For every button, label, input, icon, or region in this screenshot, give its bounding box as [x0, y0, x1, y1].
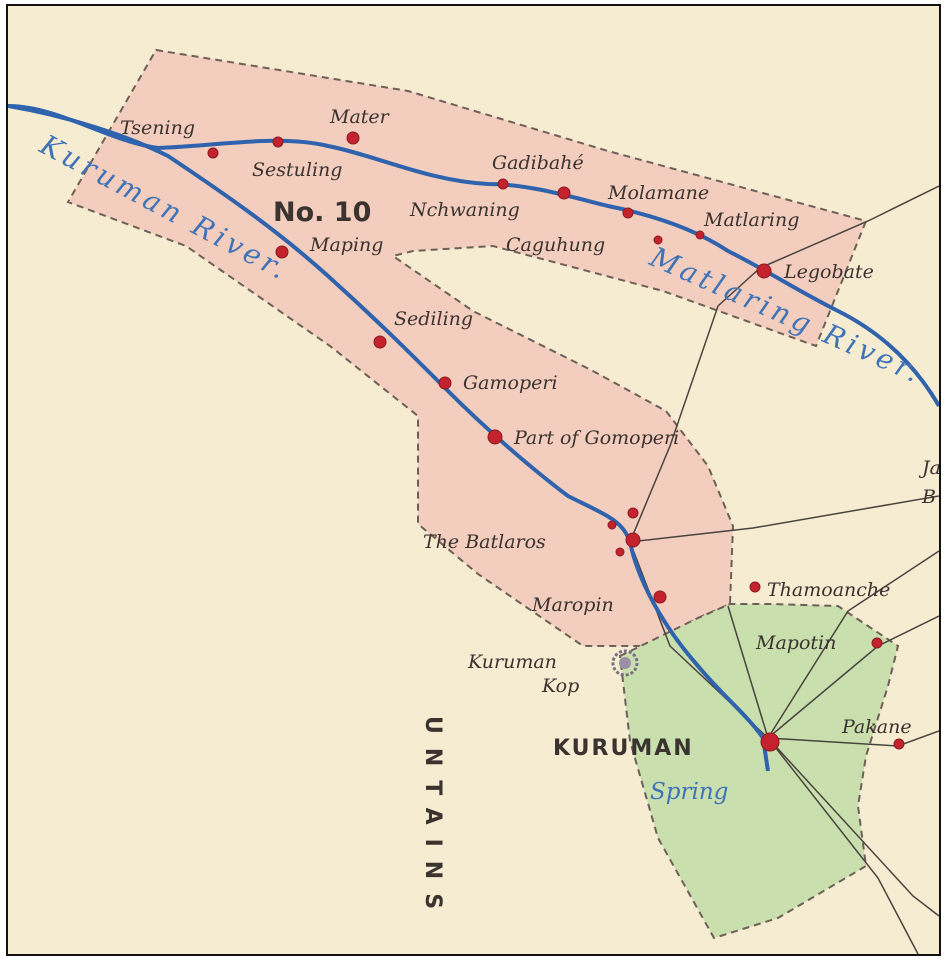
road-9 [727, 605, 769, 739]
road-5 [767, 550, 939, 739]
matlaring-river-line [8, 104, 939, 408]
kuruman-river-line [8, 104, 770, 772]
dot-mapotin [871, 637, 883, 649]
dot-matlaring [695, 230, 705, 240]
dot-maping [275, 245, 289, 259]
label-maping: Maping [309, 234, 383, 256]
label-kuruman-kop-1: Kuruman [467, 651, 557, 673]
label-thamoanche: Thamoanche [767, 579, 890, 601]
label-spring: Spring [650, 779, 728, 805]
label-legobate: Legobate [783, 261, 874, 283]
label-sediling: Sediling [394, 308, 473, 330]
map-frame: No. 10 Kuruman River. Matlaring River. T… [6, 4, 941, 956]
village-dots [207, 131, 905, 752]
label-matlaring: Matlaring [703, 209, 799, 231]
label-maropin: Maropin [531, 594, 614, 616]
road-2 [629, 495, 939, 543]
dot-nchwaning [557, 186, 571, 200]
label-caguhung: Caguhung [506, 234, 605, 256]
label-sestuling: Sestuling [252, 159, 342, 181]
label-gadibahe: Gadibahé [492, 152, 584, 174]
map-canvas[interactable]: No. 10 Kuruman River. Matlaring River. T… [8, 6, 939, 954]
district-no10-area [66, 48, 868, 647]
dot-mater [346, 131, 360, 145]
dot-gadibahe [497, 178, 509, 190]
dot-sediling [373, 335, 387, 349]
label-mapotin: Mapotin [755, 632, 836, 654]
label-mater: Mater [329, 106, 391, 128]
dot-tsening [207, 147, 219, 159]
label-mountains: UNTAINS [420, 716, 445, 923]
label-kuruman-town: KURUMAN [553, 736, 694, 761]
label-partial-j: Ja [918, 457, 939, 479]
dot-batlaros-1 [627, 507, 639, 519]
dot-batlaros-3 [625, 532, 641, 548]
dot-gamoperi [438, 376, 452, 390]
dot-batlaros-4 [615, 547, 625, 557]
road-7 [767, 737, 919, 954]
label-tsening: Tsening [120, 117, 195, 139]
label-nchwaning: Nchwaning [409, 199, 520, 221]
dot-legobate [756, 263, 772, 279]
district-label: No. 10 [273, 197, 371, 228]
kuruman-area [618, 603, 900, 940]
dot-kuruman [760, 732, 780, 752]
dot-maropin [653, 590, 667, 604]
dot-molamane [622, 207, 634, 219]
dot-sestuling [272, 136, 284, 148]
label-part-of-gamoperi: Part of Gomoperi [513, 427, 679, 449]
dot-thamoanche [749, 581, 761, 593]
label-gamoperi: Gamoperi [463, 372, 558, 394]
kuruman-kop-hill-icon [611, 649, 639, 677]
label-molamane: Molamane [607, 182, 709, 204]
label-pakane: Pakane [841, 716, 912, 738]
label-the-batlaros: The Batlaros [423, 531, 546, 553]
label-kuruman-kop-2: Kop [541, 675, 579, 697]
dot-batlaros-2 [607, 520, 617, 530]
road-8 [767, 737, 939, 917]
label-partial-b: B [921, 486, 936, 508]
dot-part-of-gamoperi [487, 429, 503, 445]
dot-caguhung [653, 235, 663, 245]
road-1 [629, 185, 939, 543]
dot-pakane [893, 738, 905, 750]
